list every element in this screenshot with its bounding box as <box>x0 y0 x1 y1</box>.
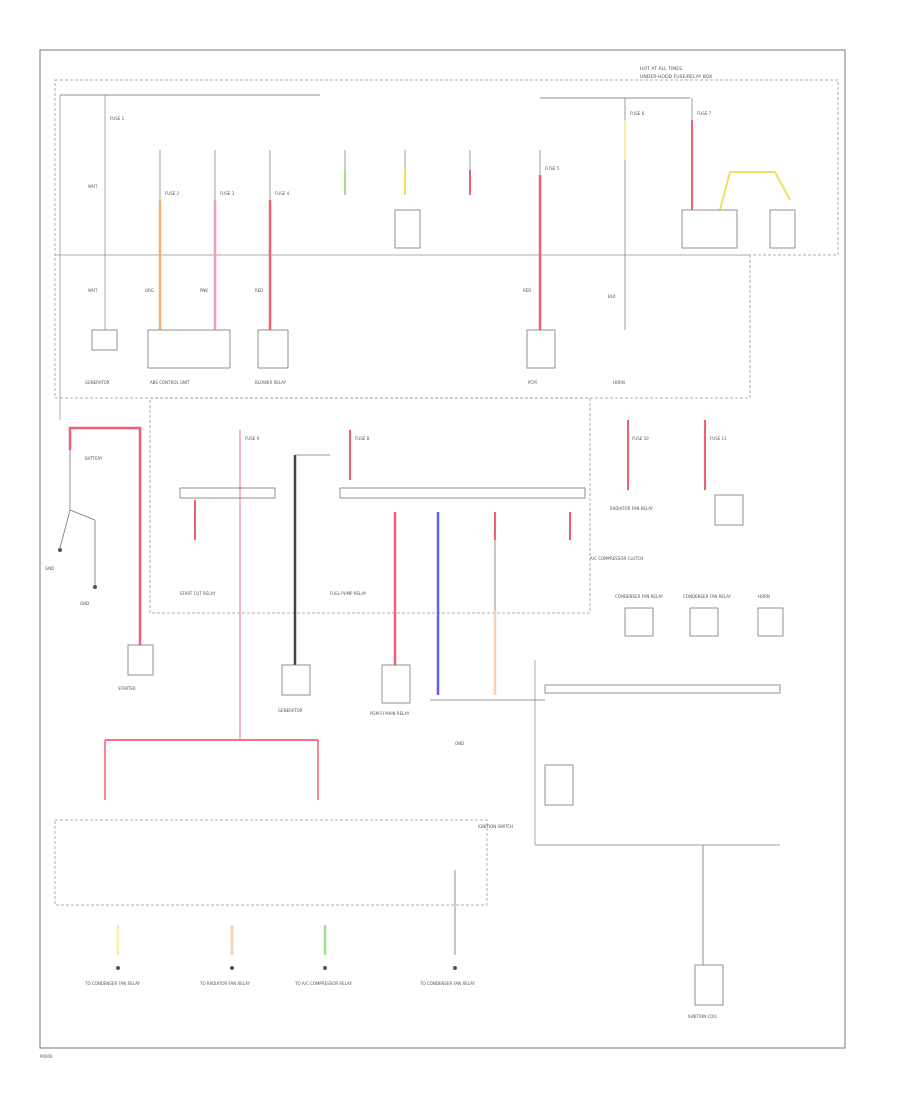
wire-tag-pnk: PNK <box>200 288 208 293</box>
radiator-fan-motor <box>544 764 574 806</box>
wire-tag-red-1: RED <box>255 288 263 293</box>
fuse-label-11: FUSE 11 <box>710 436 727 441</box>
label-ignition-switch: IGNITION SWITCH <box>478 824 513 829</box>
ecm-box <box>526 329 556 369</box>
header-note-1: HOT AT ALL TIMES <box>640 66 682 72</box>
label-condenser-fan-2: CONDENSER FAN RELAY <box>683 594 732 599</box>
starter-box <box>127 644 154 676</box>
fuse-label-10: FUSE 10 <box>632 436 649 441</box>
footer-id: P0000 <box>40 1054 53 1059</box>
bottom-label-1: TO CONDENSER FAN RELAY <box>84 981 141 986</box>
label-generator-2: GENERATOR <box>278 708 303 713</box>
label-ecm: PCM <box>528 380 537 385</box>
ignition-coil-box <box>694 964 724 1006</box>
fuse-label-5: FUSE 5 <box>545 166 560 171</box>
fuse-label-4: FUSE 4 <box>275 191 290 196</box>
label-horn: HORN <box>613 380 625 385</box>
bottom-label-4: TO CONDENSER FAN RELAY <box>419 981 476 986</box>
generator-lower-box <box>281 664 311 696</box>
label-pgm: PGM-FI MAIN RELAY <box>370 711 410 716</box>
fuse-label-7: FUSE 7 <box>697 111 712 116</box>
wire-tag-wht-1: WHT <box>88 288 98 293</box>
fuse-label-9: FUSE 9 <box>245 436 260 441</box>
abs-control-box <box>147 329 231 369</box>
label-starter: STARTER <box>118 686 136 691</box>
label-radiator-fan: RADIATOR FAN RELAY <box>610 506 654 511</box>
label-ignition-coil: IGNITION COIL <box>688 1014 718 1019</box>
label-blower: BLOWER RELAY <box>255 380 287 385</box>
fuel-pump-box <box>381 664 411 704</box>
wire-tag-wht-2: WHT <box>88 184 98 189</box>
label-condenser-fan-1: CONDENSER FAN RELAY <box>615 594 664 599</box>
wire-tag-org: ORG <box>145 288 154 293</box>
wire-tag-red-2: RED <box>523 288 531 293</box>
bottom-label-3: TO A/C COMPRESSOR RELAY <box>294 981 352 986</box>
label-start-cut: START CUT RELAY <box>180 591 216 596</box>
label-fuel-pump: FUEL PUMP RELAY <box>330 591 367 596</box>
under-dash-fuse-box-outline <box>149 397 591 614</box>
label-gnd-1: GND <box>45 566 54 571</box>
label-gnd-3: GND <box>455 741 464 746</box>
label-ac-compressor: A/C COMPRESSOR CLUTCH <box>590 556 643 561</box>
fuse-label-1: FUSE 1 <box>110 116 125 121</box>
diagram-frame <box>39 49 846 1049</box>
label-horn-2: HORN <box>758 594 770 599</box>
fuse-label-8: FUSE 8 <box>355 436 370 441</box>
bottom-label-2: TO RADIATOR FAN RELAY <box>199 981 251 986</box>
blower-relay-box <box>257 329 289 369</box>
label-generator: GENERATOR <box>85 380 110 385</box>
underhood-fuse-box-outline <box>54 79 839 256</box>
label-abs-control: ABS CONTROL UNIT <box>150 380 190 385</box>
wire-tag-blk-1: BLK <box>608 294 616 299</box>
fuse-label-6: FUSE 6 <box>630 111 645 116</box>
fuse-label-3: FUSE 3 <box>220 191 235 196</box>
fuse-label-2: FUSE 2 <box>165 191 180 196</box>
label-battery: BATTERY <box>85 456 103 461</box>
wire-red-battery <box>68 426 142 645</box>
generator-symbol <box>91 329 118 351</box>
wire-yellow-2 <box>719 171 791 211</box>
header-note-2: UNDER-HOOD FUSE/RELAY BOX <box>640 74 712 80</box>
label-gnd-2: GND <box>80 601 89 606</box>
ignition-switch-outline <box>54 819 488 906</box>
